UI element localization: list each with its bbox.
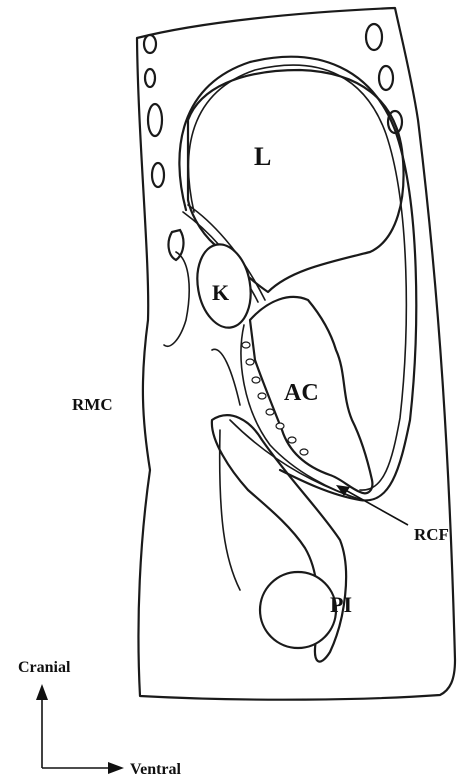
label-cranial: Cranial bbox=[18, 659, 71, 676]
femoral-head bbox=[260, 572, 336, 648]
label-kidney: K bbox=[212, 280, 229, 305]
label-ventral: Ventral bbox=[130, 761, 182, 778]
label-pelvis: PI bbox=[330, 592, 352, 617]
label-liver: L bbox=[254, 142, 271, 171]
psoas bbox=[164, 252, 189, 346]
label-colon: AC bbox=[284, 380, 319, 406]
label-muscle: RMC bbox=[72, 395, 113, 414]
vertebrae bbox=[144, 35, 164, 187]
label-fascia: RCF bbox=[414, 525, 449, 544]
fascia-line bbox=[230, 420, 350, 496]
rcf-pointer bbox=[340, 487, 408, 525]
ribs bbox=[366, 24, 402, 133]
